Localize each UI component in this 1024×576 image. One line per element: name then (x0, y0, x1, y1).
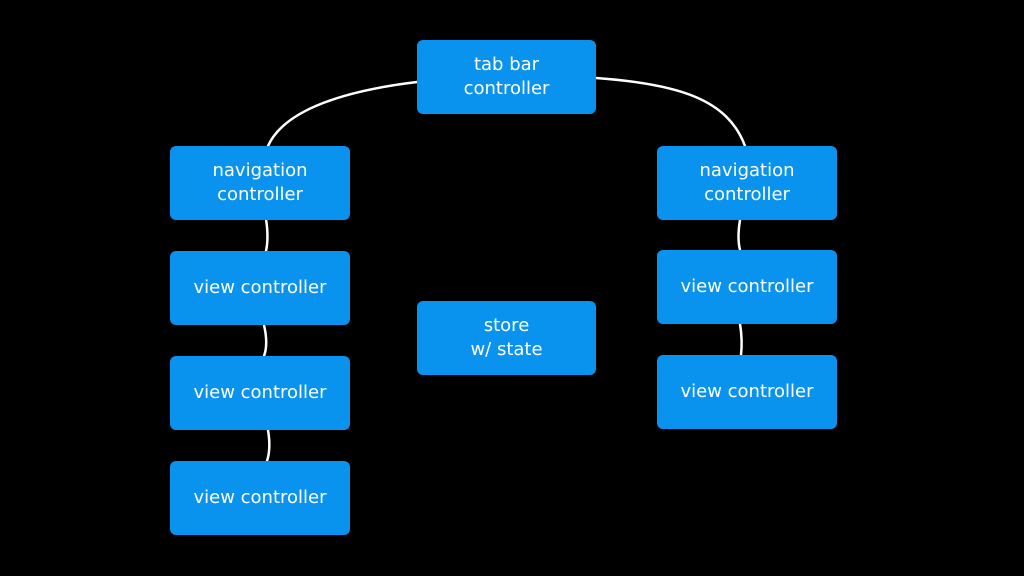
store-label-line2: w/ state (470, 339, 543, 360)
connector-nav-right-vc-right-1 (737, 218, 742, 252)
view-controller-left-3-label: view controller (193, 487, 327, 508)
navigation-controller-right-label-line2: controller (704, 184, 790, 205)
connector-tabbar-nav-left (266, 80, 419, 148)
view-controller-left-2-label: view controller (193, 382, 327, 403)
navigation-controller-right-node: navigation controller (657, 146, 837, 220)
tab-bar-controller-label-line2: controller (463, 78, 550, 99)
navigation-controller-left-label-line1: navigation (212, 160, 308, 181)
navigation-controller-right-label-line1: navigation (699, 160, 795, 181)
tab-bar-controller-label-line1: tab bar (473, 54, 540, 75)
navigation-controller-left-node: navigation controller (170, 146, 350, 220)
connector-vc-left-1-vc-left-2 (262, 323, 268, 358)
connector-tabbar-nav-right (594, 76, 747, 148)
navigation-controller-left-label-line2: controller (217, 184, 303, 205)
connector-nav-left-vc-left-1 (264, 217, 269, 253)
view-controller-right-1-label: view controller (680, 276, 814, 297)
view-controller-left-1-node: view controller (170, 251, 350, 325)
view-controller-left-3-node: view controller (170, 461, 350, 535)
view-controller-left-2-node: view controller (170, 356, 350, 430)
store-label-line1: store (483, 315, 530, 336)
view-controller-right-2-node: view controller (657, 355, 837, 429)
view-controller-left-1-label: view controller (193, 277, 327, 298)
tab-bar-controller-node: tab bar controller (417, 40, 596, 114)
store-with-state-node: store w/ state (417, 301, 596, 375)
connector-vc-left-2-vc-left-3 (265, 428, 271, 463)
connector-vc-right-1-vc-right-2 (738, 322, 743, 357)
view-controller-right-2-label: view controller (680, 381, 814, 402)
view-controller-right-1-node: view controller (657, 250, 837, 324)
